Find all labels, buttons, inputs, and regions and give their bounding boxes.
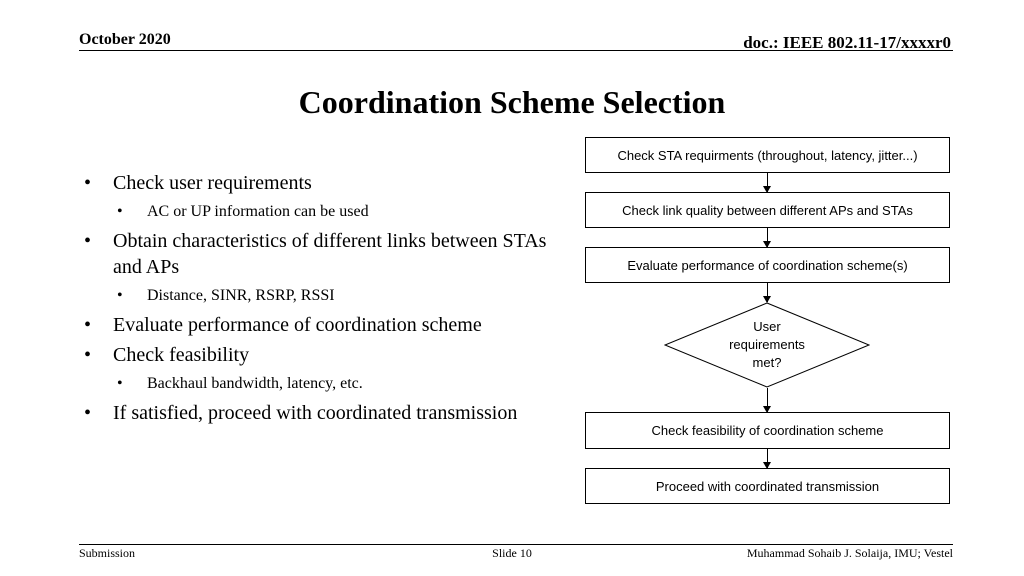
flow-arrow	[763, 388, 771, 413]
slide-title: Coordination Scheme Selection	[298, 84, 726, 120]
sub-bullet-item: Backhaul bandwidth, latency, etc.	[84, 372, 554, 396]
flow-decision-diamond	[664, 302, 870, 388]
bullet-item: Obtain characteristics of different link…	[84, 228, 554, 280]
bullet-item: If satisfied, proceed with coordinated t…	[84, 400, 554, 426]
bullet-item: Evaluate performance of coordination sch…	[84, 312, 554, 338]
header-divider	[79, 50, 953, 51]
flow-arrow	[763, 228, 771, 248]
bullet-item: Check user requirements	[84, 170, 554, 196]
flow-step-check-sta-requirements: Check STA requirments (throughout, laten…	[585, 137, 950, 173]
flow-decision-label: User requirements met?	[664, 302, 870, 388]
flow-step-proceed-transmission: Proceed with coordinated transmission	[585, 468, 950, 504]
sub-bullet-item: Distance, SINR, RSRP, RSSI	[84, 284, 554, 308]
bullet-item: Check feasibility	[84, 342, 554, 368]
flow-step-check-link-quality: Check link quality between different APs…	[585, 192, 950, 228]
decision-text: User requirements met?	[729, 319, 805, 370]
flow-step-evaluate-performance: Evaluate performance of coordination sch…	[585, 247, 950, 283]
footer-divider	[79, 544, 953, 545]
flow-arrow	[763, 449, 771, 469]
footer-slide-number: Slide 10	[492, 546, 532, 560]
footer-author: Muhammad Sohaib J. Solaija, IMU; Vestel	[746, 546, 953, 560]
flow-arrow	[763, 283, 771, 303]
sub-bullet-item: AC or UP information can be used	[84, 200, 554, 224]
header-doc-id: doc.: IEEE 802.11-17/xxxxr0	[743, 33, 951, 52]
footer-submission: Submission	[79, 546, 136, 560]
flow-arrow	[763, 173, 771, 193]
flow-step-check-feasibility: Check feasibility of coordination scheme	[585, 412, 950, 449]
header-date: October 2020	[79, 31, 171, 48]
bullet-list: Check user requirements AC or UP informa…	[84, 170, 554, 430]
